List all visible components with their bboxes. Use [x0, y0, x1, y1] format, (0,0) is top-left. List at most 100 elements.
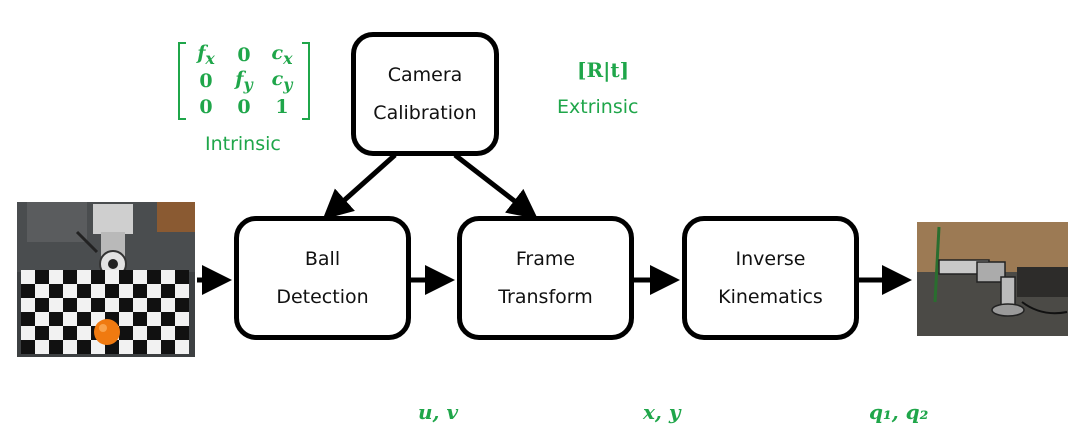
- checker-square: [147, 326, 161, 340]
- checker-square: [105, 270, 119, 284]
- checker-square: [161, 312, 175, 326]
- checker-square: [35, 340, 49, 354]
- checker-square: [175, 312, 189, 326]
- checker-square: [21, 340, 35, 354]
- checker-square: [35, 270, 49, 284]
- checker-square: [119, 270, 133, 284]
- inverse-kinematics-box: Inverse Kinematics: [682, 216, 859, 340]
- checker-square: [21, 284, 35, 298]
- intrinsic-label: Intrinsic: [205, 133, 281, 155]
- box-line: Kinematics: [718, 286, 823, 308]
- checker-square: [91, 270, 105, 284]
- checker-square: [175, 340, 189, 354]
- checker-square: [49, 298, 63, 312]
- matrix-cell: fx: [197, 42, 215, 68]
- checker-square: [63, 298, 77, 312]
- signal-xy: x, y: [643, 400, 681, 424]
- checker-square: [49, 312, 63, 326]
- checker-square: [63, 270, 77, 284]
- robot-arm-topdown: [75, 204, 133, 278]
- checker-square: [119, 312, 133, 326]
- camera-calibration-box: Camera Calibration: [351, 32, 499, 156]
- matrix-cell: fy: [235, 68, 253, 94]
- frame-transform-box: Frame Transform: [457, 216, 634, 340]
- matrix-cell: 0: [199, 70, 213, 92]
- checker-square: [175, 298, 189, 312]
- checker-square: [77, 298, 91, 312]
- checker-square: [63, 326, 77, 340]
- checker-square: [119, 340, 133, 354]
- orange-ball: [94, 319, 120, 345]
- checker-square: [77, 284, 91, 298]
- checker-square: [147, 284, 161, 298]
- matrix-row-1: fx 0 cx: [188, 42, 300, 68]
- checker-square: [161, 326, 175, 340]
- checker-square: [133, 340, 147, 354]
- signal-q: q₁, q₂: [869, 400, 929, 424]
- checker-square: [35, 284, 49, 298]
- checker-square: [35, 326, 49, 340]
- checker-square: [161, 298, 175, 312]
- box-line: Frame: [515, 248, 576, 270]
- matrix-cell: 1: [275, 96, 289, 118]
- extrinsic-formula: [R|t]: [577, 58, 630, 82]
- checker-square: [133, 298, 147, 312]
- checker-square: [49, 340, 63, 354]
- extrinsic-label: Extrinsic: [557, 96, 639, 118]
- box-line: Camera: [387, 64, 463, 86]
- checker-square: [147, 312, 161, 326]
- arrow-camera-to-ball: [322, 153, 397, 220]
- box-line: Ball: [304, 248, 341, 270]
- camera-input-image: [17, 202, 195, 357]
- checker-square: [119, 326, 133, 340]
- matrix-cell: 0: [237, 96, 251, 118]
- intrinsic-matrix: fx 0 cx 0 fy cy 0 0 1: [178, 42, 310, 120]
- checker-square: [133, 284, 147, 298]
- box-line: Transform: [498, 286, 593, 308]
- box-line: Inverse: [735, 248, 806, 270]
- checker-square: [161, 284, 175, 298]
- checker-square: [77, 312, 91, 326]
- matrix-cell: 0: [199, 96, 213, 118]
- checker-square: [119, 284, 133, 298]
- checker-square: [21, 270, 35, 284]
- checker-square: [91, 284, 105, 298]
- checker-square: [147, 340, 161, 354]
- checker-square: [175, 326, 189, 340]
- checker-square: [133, 326, 147, 340]
- checker-square: [63, 284, 77, 298]
- checker-square: [21, 326, 35, 340]
- checker-square: [77, 326, 91, 340]
- matrix-row-3: 0 0 1: [188, 94, 300, 120]
- checker-square: [21, 298, 35, 312]
- signal-uv: u, v: [418, 400, 459, 424]
- arrow-camera-to-frame: [453, 153, 538, 220]
- checker-square: [49, 270, 63, 284]
- checker-square: [161, 340, 175, 354]
- checkerboard: [21, 270, 189, 354]
- checker-square: [35, 312, 49, 326]
- checker-square: [49, 284, 63, 298]
- checker-square: [77, 340, 91, 354]
- matrix-cell: cx: [271, 42, 293, 68]
- checker-square: [63, 340, 77, 354]
- matrix-cell: cy: [271, 68, 293, 94]
- checker-square: [105, 298, 119, 312]
- checker-square: [147, 298, 161, 312]
- checker-square: [49, 326, 63, 340]
- checker-square: [161, 270, 175, 284]
- checker-square: [105, 284, 119, 298]
- robot-output-image: [917, 222, 1068, 336]
- checker-square: [133, 312, 147, 326]
- matrix-row-2: 0 fy cy: [188, 68, 300, 94]
- checker-square: [21, 312, 35, 326]
- robot-arm-side: [938, 259, 1025, 317]
- checker-square: [147, 270, 161, 284]
- checker-square: [91, 298, 105, 312]
- checker-square: [133, 270, 147, 284]
- checker-square: [77, 270, 91, 284]
- checker-square: [35, 298, 49, 312]
- box-line: Detection: [276, 286, 369, 308]
- checker-square: [175, 284, 189, 298]
